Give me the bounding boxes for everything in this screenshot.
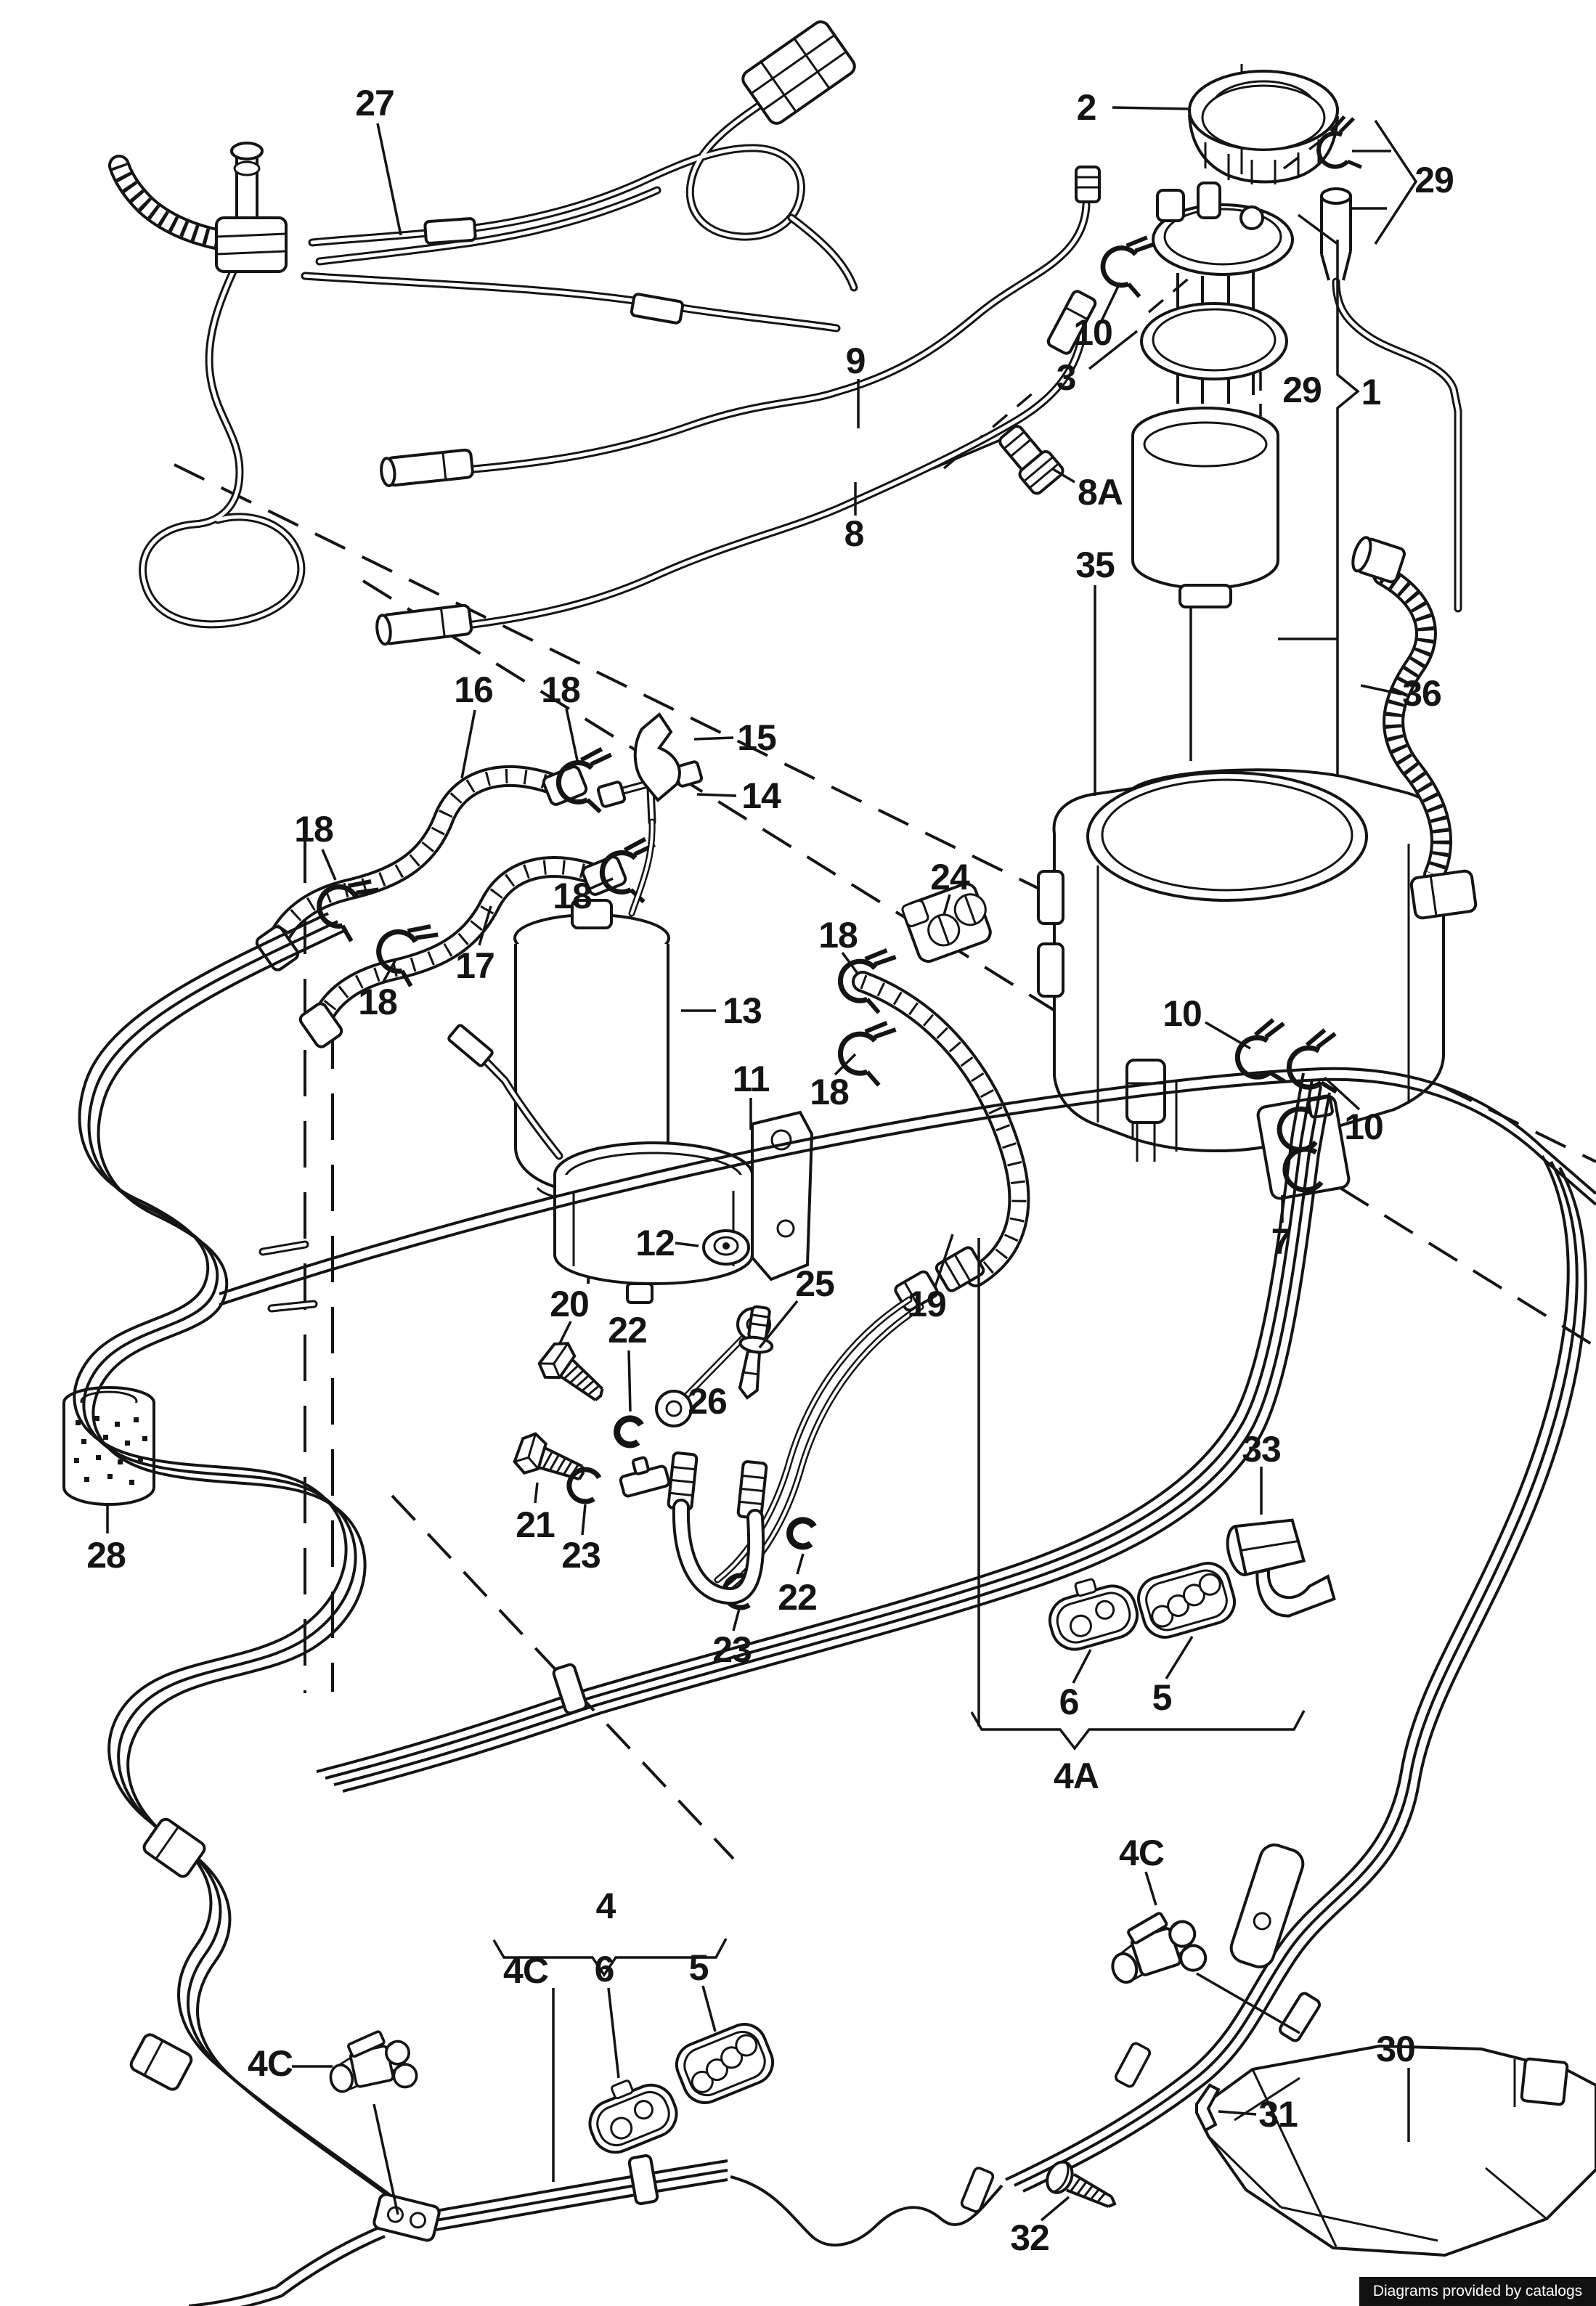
callout-16: 16 bbox=[454, 669, 494, 710]
clip-6a bbox=[1039, 1568, 1144, 1657]
fuel-pipes-8-9 bbox=[375, 166, 1157, 646]
callout-18-d: 18 bbox=[818, 915, 858, 956]
callout-10-b: 10 bbox=[1163, 993, 1202, 1034]
clip-5b bbox=[668, 2016, 781, 2111]
lock-ring-2 bbox=[1188, 70, 1339, 184]
callout-17: 17 bbox=[455, 945, 495, 986]
callout-29-mid: 29 bbox=[1282, 370, 1322, 410]
callout-15: 15 bbox=[737, 717, 777, 758]
callout-19: 19 bbox=[907, 1284, 947, 1324]
callout-23-a: 23 bbox=[561, 1535, 601, 1576]
callout-18-b: 18 bbox=[294, 809, 334, 850]
pin-25 bbox=[738, 1305, 774, 1400]
callout-10-pump: 10 bbox=[1073, 312, 1113, 353]
callout-3: 3 bbox=[1056, 357, 1077, 398]
callout-4C-c: 4C bbox=[248, 2043, 293, 2084]
callout-30: 30 bbox=[1376, 2029, 1416, 2069]
callout-32: 32 bbox=[1010, 2217, 1050, 2258]
return-hose-19 bbox=[717, 982, 1019, 1587]
callout-35: 35 bbox=[1075, 545, 1115, 585]
mounting-hardware bbox=[510, 1305, 815, 1610]
fuel-line-runs bbox=[73, 912, 1596, 2306]
callout-21: 21 bbox=[516, 1504, 555, 1545]
callout-33: 33 bbox=[1242, 1429, 1282, 1470]
callout-18-a: 18 bbox=[541, 669, 581, 710]
callout-31: 31 bbox=[1258, 2094, 1298, 2135]
fuel-pump-module bbox=[932, 64, 1458, 790]
leader-lines bbox=[106, 106, 1410, 2222]
callout-22-b: 22 bbox=[778, 1577, 818, 1618]
callout-20: 20 bbox=[550, 1284, 590, 1324]
callout-4C-b: 4C bbox=[503, 1950, 549, 1991]
callout-9: 9 bbox=[845, 341, 866, 381]
screw-32 bbox=[1046, 2160, 1117, 2208]
callout-4: 4 bbox=[595, 1886, 616, 1926]
callout-18-c: 18 bbox=[553, 876, 593, 916]
brace-4A bbox=[970, 1710, 1306, 1751]
stub-fitting bbox=[215, 142, 288, 273]
quick-connector bbox=[741, 20, 856, 125]
callout-11: 11 bbox=[732, 1059, 770, 1099]
callout-18-f: 18 bbox=[810, 1072, 850, 1112]
grommet-12 bbox=[702, 1229, 750, 1266]
callout-7: 7 bbox=[1271, 1221, 1292, 1262]
clip-5a bbox=[1131, 1556, 1242, 1645]
clip-31 bbox=[1195, 2083, 1221, 2132]
clip-6b bbox=[577, 2066, 685, 2161]
pipe-holder-7 bbox=[1256, 1094, 1351, 1200]
callout-13: 13 bbox=[722, 990, 762, 1031]
seal-ring-3 bbox=[1140, 302, 1288, 380]
callout-10-c: 10 bbox=[1344, 1107, 1384, 1147]
connector-4C-c bbox=[322, 2024, 420, 2103]
line-clip-24 bbox=[901, 882, 992, 963]
heat-shield-30 bbox=[1194, 2044, 1596, 2257]
callout-1: 1 bbox=[1361, 372, 1382, 412]
callout-28: 28 bbox=[86, 1535, 126, 1576]
hose-harness-27 bbox=[119, 20, 858, 624]
fuel-filter-13 bbox=[513, 899, 670, 1284]
callout-36: 36 bbox=[1402, 673, 1442, 714]
vent-tube-29 bbox=[1320, 187, 1352, 281]
callout-4C-a: 4C bbox=[1119, 1833, 1165, 1873]
hanger-strap bbox=[1229, 1843, 1305, 1968]
callout-8A: 8A bbox=[1078, 472, 1123, 513]
retainer-15 bbox=[633, 712, 681, 802]
callout-2: 2 bbox=[1076, 87, 1097, 128]
callout-4A: 4A bbox=[1054, 1756, 1099, 1796]
fuel-filter-group bbox=[255, 712, 897, 1304]
callout-18-e: 18 bbox=[358, 982, 398, 1022]
callout-8: 8 bbox=[844, 513, 865, 554]
callout-29-top: 29 bbox=[1414, 160, 1454, 200]
filter-holder-11 bbox=[447, 1024, 814, 1304]
callout-6-a: 6 bbox=[1059, 1682, 1080, 1722]
elbow-8A bbox=[932, 425, 1064, 495]
pump-body bbox=[1131, 407, 1279, 608]
pipe-elbow bbox=[1075, 166, 1101, 203]
callout-22-a: 22 bbox=[608, 1310, 648, 1350]
callout-26: 26 bbox=[688, 1381, 728, 1422]
callout-14: 14 bbox=[741, 775, 781, 816]
callout-25: 25 bbox=[795, 1263, 835, 1304]
fuel-reservoir-35 bbox=[1037, 536, 1478, 1162]
callout-23-b: 23 bbox=[712, 1629, 752, 1670]
connector-4C-a bbox=[1099, 1902, 1210, 1996]
clip-33 bbox=[1226, 1518, 1336, 1618]
watermark-banner: Diagrams provided by catalogs parts bbox=[1359, 2277, 1596, 2306]
callout-5-a: 5 bbox=[1152, 1677, 1173, 1718]
callout-12: 12 bbox=[635, 1223, 675, 1263]
brace-4 bbox=[492, 1938, 728, 1978]
callout-24: 24 bbox=[930, 857, 970, 897]
callout-6-b: 6 bbox=[594, 1949, 615, 1989]
callout-27: 27 bbox=[355, 83, 395, 123]
callout-5-b: 5 bbox=[688, 1947, 709, 1988]
